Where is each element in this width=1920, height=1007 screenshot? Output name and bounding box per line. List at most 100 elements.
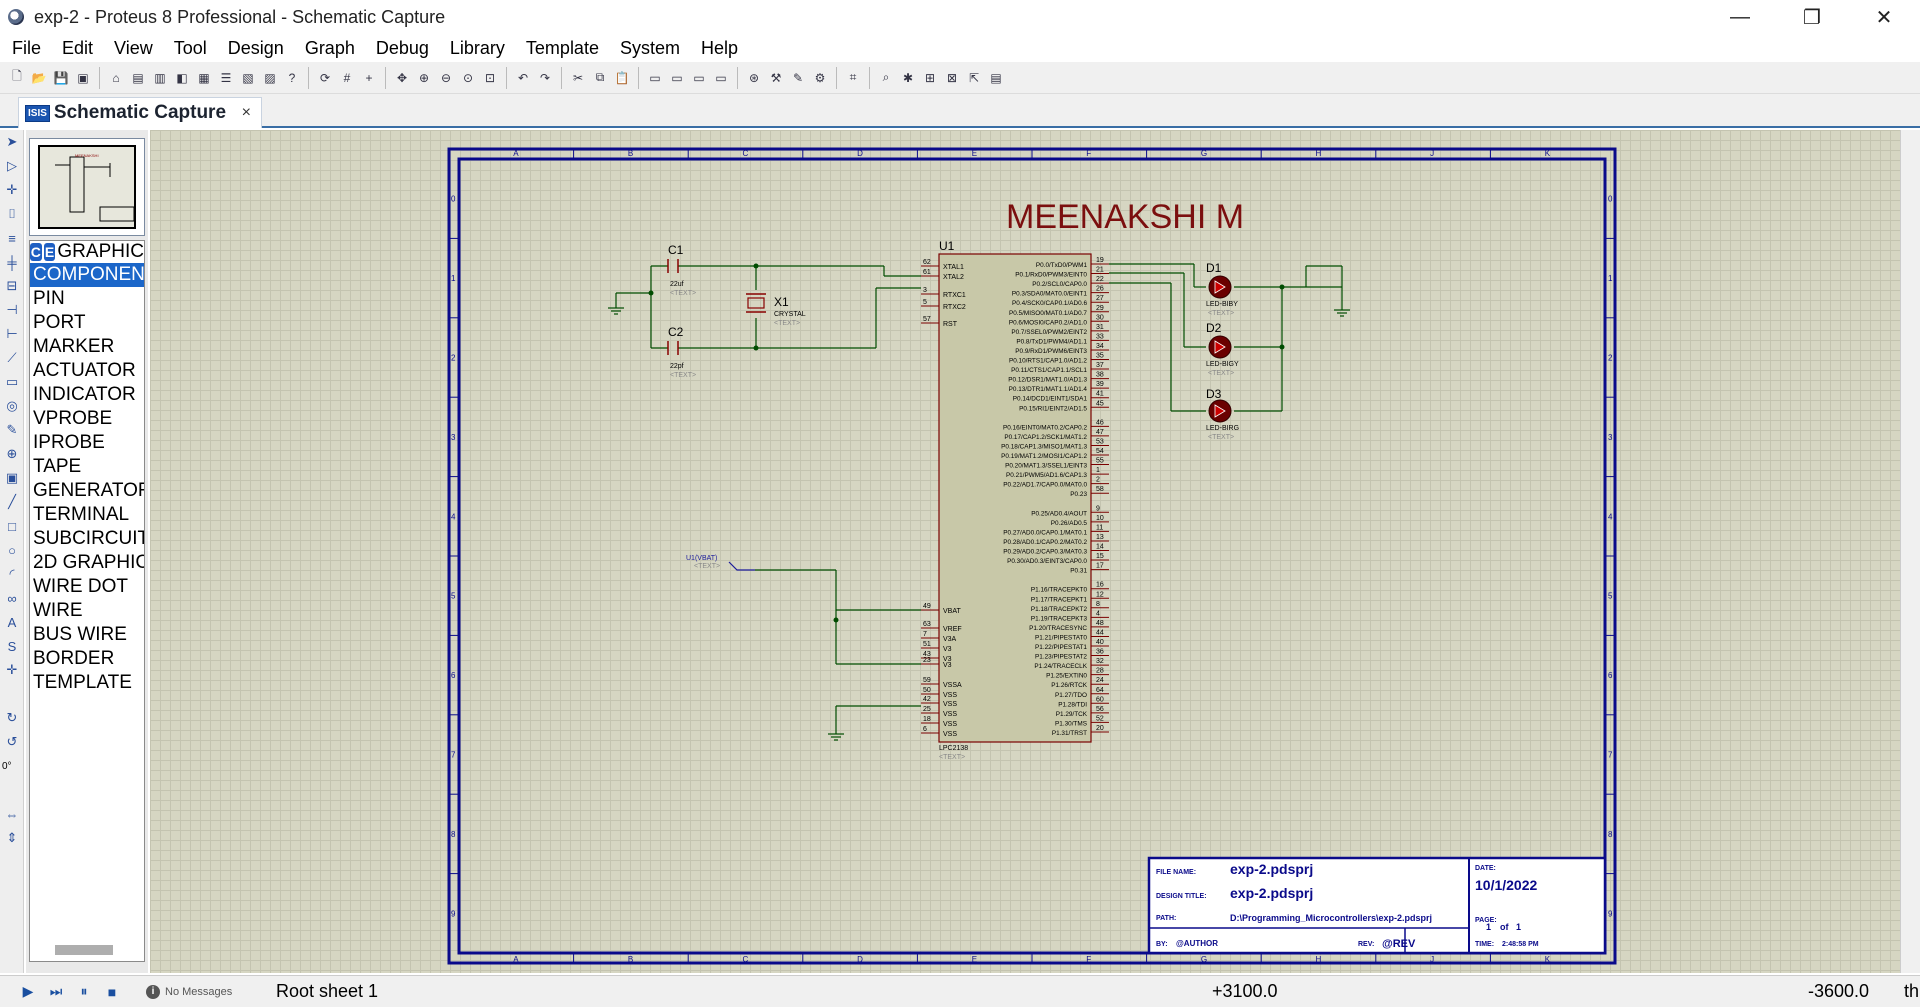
virtual-instruments-icon[interactable]: ▣ [5,470,19,485]
block-move-icon[interactable]: ▭ [671,70,683,85]
object-list-item[interactable]: IPROBE [33,432,105,453]
save-all-icon[interactable]: ▣ [77,70,89,85]
capacitor-c2[interactable]: C2 22pf <TEXT> [667,325,696,379]
device-pins-icon[interactable]: ⊢ [6,326,18,341]
object-list-item[interactable]: WIRE DOT [33,576,128,597]
refresh-icon[interactable]: ⟳ [319,70,331,85]
new-sheet-icon[interactable]: ⊞ [924,70,936,85]
library-manager-button[interactable]: E [43,243,56,261]
object-list-item[interactable]: SUBCIRCUIT [33,528,145,549]
rotation-angle-field[interactable]: 0° [2,760,12,772]
circle-icon[interactable]: ○ [8,542,16,558]
arc-icon[interactable]: ◜ [9,566,15,581]
zoom-in-icon[interactable]: ⊕ [418,70,430,85]
message-indicator[interactable]: i No Messages [146,984,232,999]
marker-icon[interactable]: ✛ [6,662,18,677]
selection-mode-icon[interactable]: ➤ [6,134,18,149]
object-list-item[interactable]: TERMINAL [33,504,130,525]
menu-view[interactable]: View [114,37,153,58]
microcontroller-u1[interactable]: U1 LPC2138 <TEXT> 62XTAL161XTAL23RTXC15R… [921,239,1109,761]
generator-icon[interactable]: ◎ [6,398,18,413]
buses-icon[interactable]: ╪ [7,254,17,270]
object-list-item[interactable]: GENERATOR [33,480,145,501]
close-window-button[interactable]: ✕ [1875,6,1893,29]
copy-icon[interactable]: ⧉ [595,70,605,84]
canvas-vertical-scrollbar[interactable] [1900,130,1920,973]
object-list-item[interactable]: ACTUATOR [33,360,136,381]
terminals-icon[interactable]: ⊣ [6,302,18,317]
block-copy-icon[interactable]: ▭ [649,70,661,85]
path-icon[interactable]: ∞ [7,590,17,606]
save-icon[interactable]: 💾 [53,70,69,85]
project-notes-icon[interactable]: ▨ [264,70,276,85]
text-icon[interactable]: A [7,614,17,630]
pan-icon[interactable]: ✥ [396,70,408,85]
gerber-viewer-icon[interactable]: ◧ [176,70,188,85]
pick-devices-button[interactable]: C [30,243,42,261]
zoom-out-icon[interactable]: ⊖ [440,70,452,85]
home-icon[interactable]: ⌂ [112,70,120,85]
subcircuit-icon[interactable]: ⊟ [6,278,18,293]
object-list-item[interactable]: MARKER [33,336,115,357]
zoom-all-icon[interactable]: ⊙ [462,70,474,85]
object-list-item[interactable]: PIN [33,288,65,309]
redo-icon[interactable]: ↷ [539,70,551,85]
object-list-item[interactable]: PORT [33,312,86,333]
menu-file[interactable]: File [12,37,42,58]
object-list-item[interactable]: BORDER [33,648,115,669]
tab-schematic-capture[interactable]: ISIS Schematic Capture × [18,97,262,128]
menu-tool[interactable]: Tool [173,37,207,58]
menu-debug[interactable]: Debug [375,37,429,58]
rotate-anticlockwise-icon[interactable]: ↺ [6,734,18,749]
tape-recorder-icon[interactable]: ▭ [5,374,19,389]
paste-icon[interactable]: 📋 [614,70,630,85]
menu-help[interactable]: Help [700,37,739,58]
rotate-clockwise-icon[interactable]: ↻ [6,710,18,725]
design-explorer-icon[interactable]: ▦ [198,70,210,85]
object-list-item[interactable]: INDICATOR [33,384,136,405]
led-d1[interactable]: D1 LED-BIBY <TEXT> [1206,261,1238,317]
object-list-item[interactable]: 2D GRAPHIC [33,552,145,573]
remove-sheet-icon[interactable]: ⊠ [946,70,958,85]
mirror-y-icon[interactable]: ⇕ [6,830,18,845]
undo-icon[interactable]: ↶ [517,70,529,85]
mirror-x-icon[interactable]: ⇔ [5,806,19,822]
decompose-icon[interactable]: ⚙ [814,70,826,85]
wire-autorouter-icon[interactable]: ⌗ [849,70,857,84]
vbat-terminal[interactable]: U1(VBAT) <TEXT> [686,555,755,571]
crystal-x1[interactable]: X1 CRYSTAL <TEXT> [746,293,806,327]
menu-template[interactable]: Template [525,37,599,58]
menu-edit[interactable]: Edit [62,37,94,58]
package-tool-icon[interactable]: ✎ [792,70,804,85]
menu-library[interactable]: Library [449,37,505,58]
component-mode-icon[interactable]: ▷ [7,158,17,173]
bill-of-materials-icon[interactable]: ☰ [220,70,232,85]
origin-icon[interactable]: + [365,70,373,85]
schematic-capture-icon[interactable]: ▤ [132,70,144,85]
object-list-item[interactable]: TAPE [33,456,82,477]
stop-icon[interactable]: ■ [107,983,117,1000]
cut-icon[interactable]: ✂ [572,70,584,85]
object-list-item[interactable]: VPROBE [33,408,113,429]
voltage-probe-icon[interactable]: ✎ [6,422,18,437]
exit-parent-icon[interactable]: ⇱ [968,70,980,85]
block-delete-icon[interactable]: ▭ [715,70,727,85]
object-list-item[interactable]: BUS WIRE [33,624,127,645]
wire-label-icon[interactable]: ⌷ [8,206,16,221]
capacitor-c1[interactable]: C1 22uf <TEXT> [667,243,696,297]
block-rotate-icon[interactable]: ▭ [693,70,705,85]
led-d2[interactable]: D2 LED-BIGY <TEXT> [1206,321,1239,377]
play-icon[interactable]: ▶ [22,983,34,999]
object-list-item[interactable]: TEMPLATE [33,672,132,693]
netlist-icon[interactable]: ▤ [990,70,1002,85]
object-list-item[interactable]: WIRE [33,600,83,621]
source-code-icon[interactable]: ▧ [242,70,254,85]
text-script-icon[interactable]: ≡ [8,230,16,246]
pcb-layout-icon[interactable]: ▥ [154,70,166,85]
junction-dot-icon[interactable]: ✛ [6,182,18,197]
line-icon[interactable]: ╱ [8,494,16,509]
maximize-button[interactable]: ❐ [1803,6,1821,29]
grid-icon[interactable]: # [343,70,351,85]
menu-graph[interactable]: Graph [304,37,355,58]
pause-icon[interactable]: ⏸ [80,983,88,999]
